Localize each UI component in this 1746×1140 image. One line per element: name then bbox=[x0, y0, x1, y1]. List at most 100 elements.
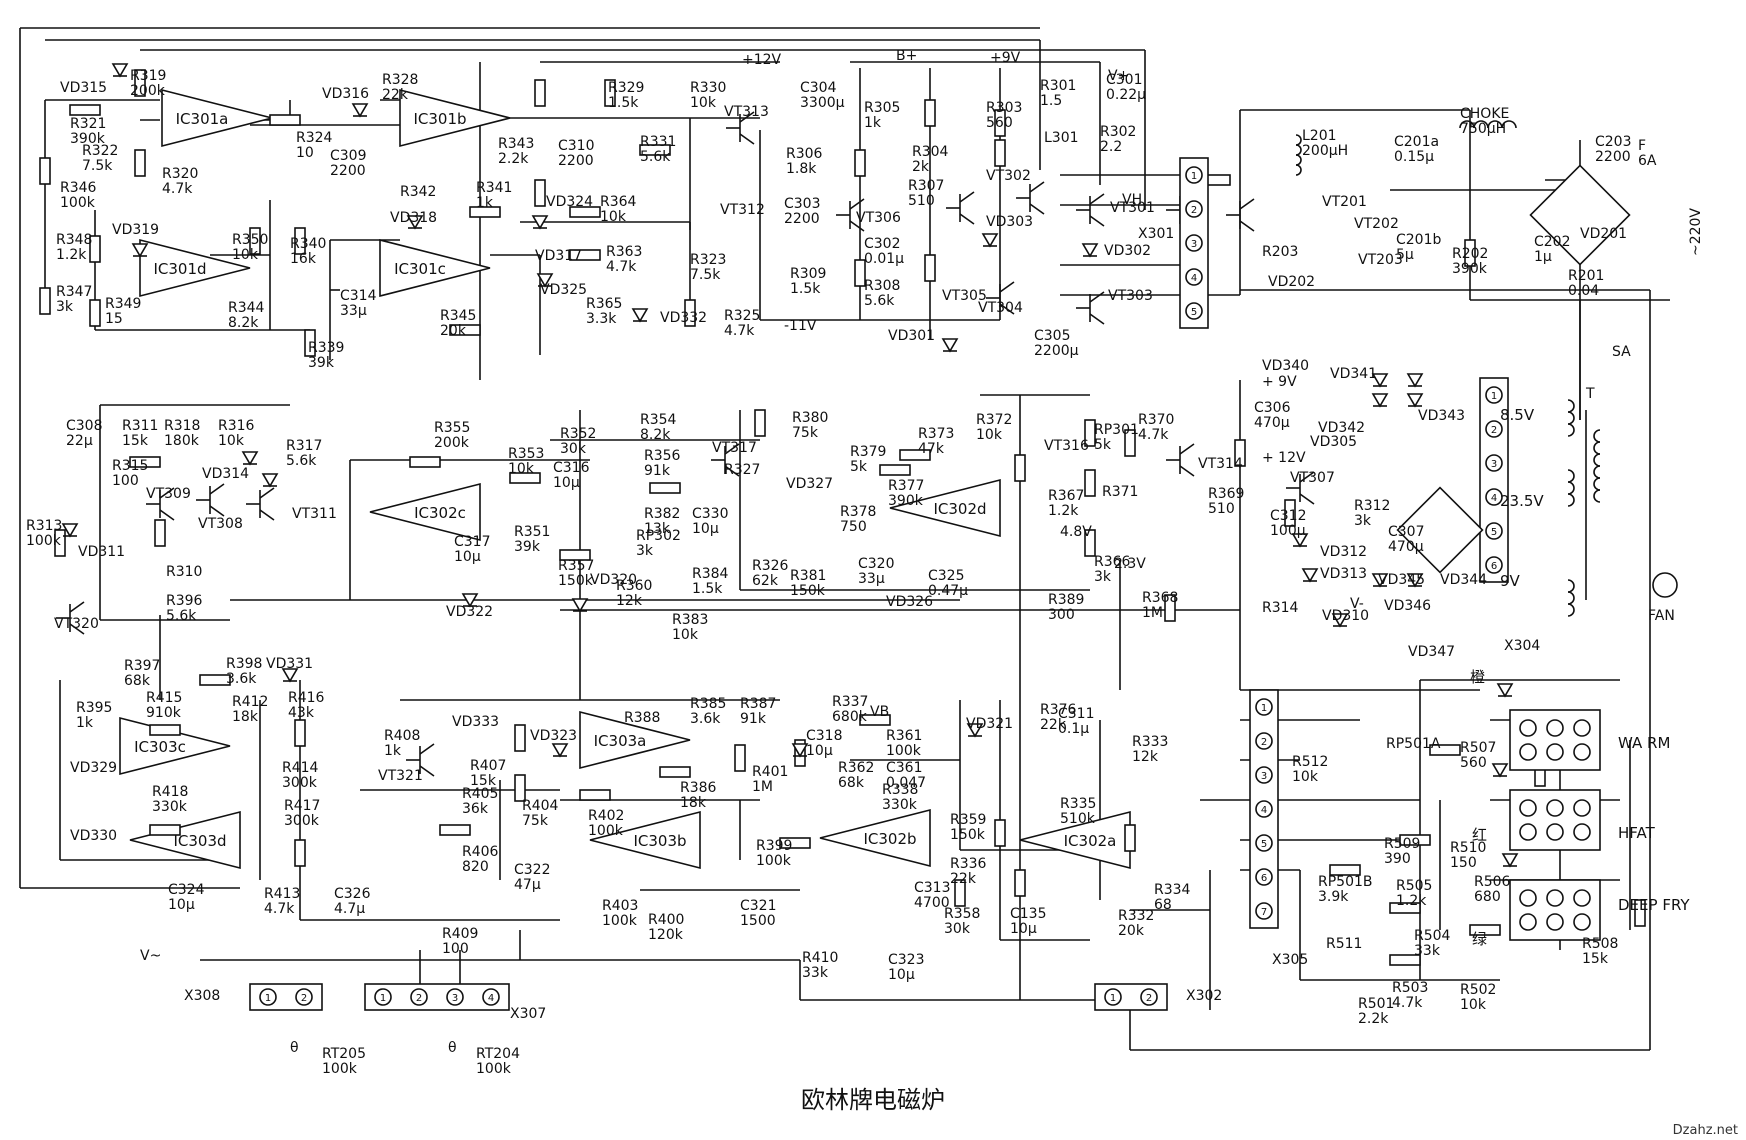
component-designator: R369 bbox=[1208, 486, 1244, 502]
component-designator: R319 bbox=[130, 68, 166, 84]
component-designator: RP501B bbox=[1318, 874, 1373, 890]
resistor-symbol bbox=[1469, 924, 1501, 936]
component-designator: R322 bbox=[82, 143, 118, 159]
component-value: 560 bbox=[986, 115, 1013, 131]
component-designator: R325 bbox=[724, 308, 760, 324]
component-designator: VD341 bbox=[1330, 366, 1377, 382]
component-value: 200μH bbox=[1302, 143, 1348, 159]
component-designator: VD313 bbox=[1320, 566, 1367, 582]
resistor-symbol bbox=[294, 839, 306, 867]
op-amp-label: IC302c bbox=[414, 504, 466, 522]
component-designator: VD303 bbox=[986, 214, 1033, 230]
component-designator: R406 bbox=[462, 844, 499, 860]
component-value: 91k bbox=[644, 463, 671, 479]
component-designator: RP301 bbox=[1094, 422, 1139, 438]
component-designator: R362 bbox=[838, 760, 874, 776]
component-designator: VT317 bbox=[712, 440, 757, 456]
component-value: 390k bbox=[1452, 261, 1488, 277]
component-value: 2200 bbox=[558, 153, 594, 169]
component-value: 0.47μ bbox=[928, 583, 968, 599]
component-designator: C306 bbox=[1254, 400, 1291, 416]
transistor-symbol bbox=[1076, 291, 1105, 325]
component-designator: R400 bbox=[648, 912, 684, 928]
component-value: 150 bbox=[1450, 855, 1477, 871]
component-value: 1.5 bbox=[1040, 93, 1062, 109]
transistor-symbol bbox=[1016, 181, 1045, 215]
component-value: 680k bbox=[832, 709, 868, 725]
component-designator: C312 bbox=[1270, 508, 1307, 524]
component-designator: VD314 bbox=[202, 466, 249, 482]
component-value: 100k bbox=[476, 1061, 512, 1077]
component-designator: R378 bbox=[840, 504, 876, 520]
resistor-symbol bbox=[534, 79, 546, 107]
component-designator: R324 bbox=[296, 130, 333, 146]
component-designator: VD340 bbox=[1262, 358, 1309, 374]
transformer-output-label: 23.5V bbox=[1500, 492, 1544, 510]
component-designator: VD318 bbox=[390, 210, 437, 226]
component-designator: C203 bbox=[1595, 134, 1632, 150]
component-value: 1M bbox=[1142, 605, 1163, 621]
pin-number: 2 bbox=[1261, 737, 1267, 748]
transistor-symbol bbox=[56, 601, 85, 635]
component-value: 3.9k bbox=[1318, 889, 1349, 905]
component-designator: R309 bbox=[790, 266, 826, 282]
component-designator: R395 bbox=[76, 700, 112, 716]
component-designator: R389 bbox=[1048, 592, 1084, 608]
component-value: 2.2k bbox=[1358, 1011, 1389, 1027]
op-amp: IC302c bbox=[369, 482, 481, 542]
supply-rail-label: +9V bbox=[990, 50, 1021, 66]
component-designator: C313 bbox=[914, 880, 951, 896]
component-designator: R340 bbox=[290, 236, 326, 252]
component-designator: R398 bbox=[226, 656, 262, 672]
component-value: 43k bbox=[288, 705, 315, 721]
component-value: 1.2k bbox=[1048, 503, 1079, 519]
component-value: 1.2k bbox=[56, 247, 87, 263]
component-designator: VT320 bbox=[54, 616, 99, 632]
component-value: 4.7k bbox=[162, 181, 193, 197]
component-designator: R509 bbox=[1384, 836, 1420, 852]
resistor-symbol bbox=[559, 549, 591, 561]
component-value: 15 bbox=[105, 311, 123, 327]
diode-symbol bbox=[1291, 533, 1309, 548]
component-value: 330k bbox=[882, 797, 918, 813]
component-designator: R371 bbox=[1102, 484, 1138, 500]
component-designator: VT304 bbox=[978, 300, 1023, 316]
resistor-symbol bbox=[579, 789, 611, 801]
component-designator: C317 bbox=[454, 534, 491, 550]
component-designator: C314 bbox=[340, 288, 377, 304]
component-value: 820 bbox=[462, 859, 489, 875]
component-value: 2k bbox=[912, 159, 930, 175]
pin-number: 6 bbox=[1261, 873, 1267, 884]
diode-symbol bbox=[61, 523, 79, 538]
component-designator: VT302 bbox=[986, 168, 1031, 184]
op-amp: IC302b bbox=[819, 808, 931, 868]
component-designator: R361 bbox=[886, 728, 922, 744]
component-value: 4.7k bbox=[1392, 995, 1423, 1011]
supply-rail-label: V~ bbox=[140, 948, 161, 964]
resistor-symbol bbox=[569, 206, 601, 218]
component-value: 4.7k bbox=[606, 259, 637, 275]
component-designator: VT301 bbox=[1110, 200, 1155, 216]
component-designator: R372 bbox=[976, 412, 1012, 428]
component-value: 150k bbox=[790, 583, 826, 599]
component-value: 1k bbox=[76, 715, 94, 731]
component-designator: R308 bbox=[864, 278, 900, 294]
component-value: 5μ bbox=[1396, 247, 1414, 263]
component-value: 91k bbox=[740, 711, 767, 727]
component-designator: VD315 bbox=[60, 80, 107, 96]
pin-number: 3 bbox=[452, 993, 458, 1004]
component-value: 1.2k bbox=[1396, 893, 1427, 909]
component-value: 3k bbox=[1094, 569, 1112, 585]
pin-number: 1 bbox=[380, 993, 386, 1004]
resistor-symbol bbox=[1464, 239, 1476, 267]
component-designator: R365 bbox=[586, 296, 622, 312]
component-designator: R337 bbox=[832, 694, 868, 710]
component-designator: R329 bbox=[608, 80, 644, 96]
transistor-symbol bbox=[1076, 193, 1105, 227]
component-designator: R417 bbox=[284, 798, 320, 814]
component-value: 4.7μ bbox=[334, 901, 365, 917]
component-designator: R335 bbox=[1060, 796, 1096, 812]
component-designator: R315 bbox=[112, 458, 148, 474]
